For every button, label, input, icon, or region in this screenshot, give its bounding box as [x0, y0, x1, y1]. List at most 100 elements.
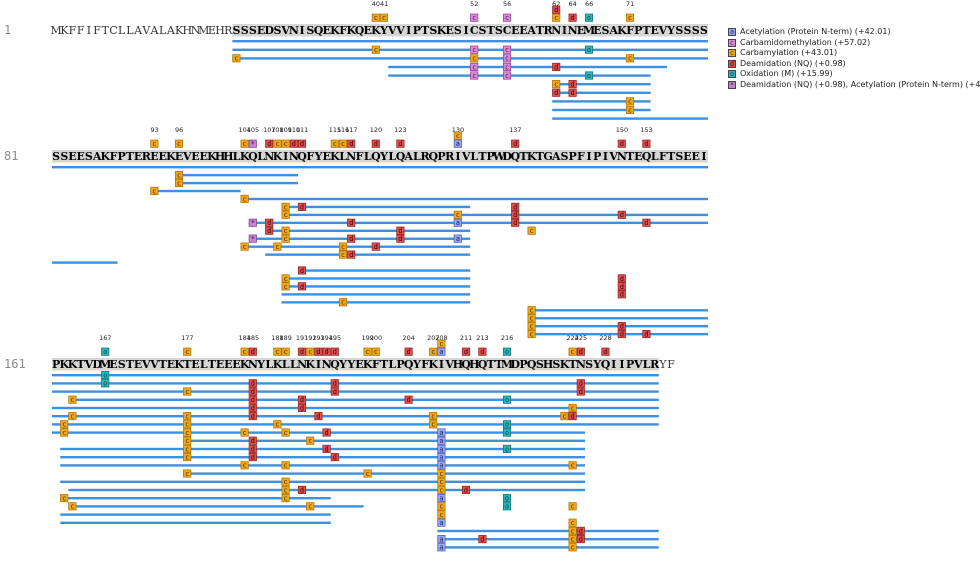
- header-mod-marker: [552, 5, 561, 14]
- peptide-mod-marker: [232, 54, 241, 63]
- residue: E: [593, 24, 601, 37]
- peptide-bar: [388, 65, 667, 69]
- peptide-mod-marker-glyph: d: [644, 330, 648, 338]
- header-mod-marker: [437, 347, 446, 356]
- residue: F: [69, 24, 77, 37]
- header-mod-marker: [502, 347, 512, 356]
- peptide-mod-marker-glyph: d: [513, 219, 517, 227]
- header-mod-marker: [174, 139, 184, 148]
- covered-region-band: [52, 150, 708, 163]
- header-mod-marker: [404, 347, 413, 356]
- peptide-mod-marker: [617, 210, 626, 219]
- position-label: 96: [175, 126, 183, 134]
- peptide-mod-marker-glyph: c: [283, 495, 287, 503]
- position-label: 208: [435, 334, 447, 342]
- header-mod-marker: [240, 139, 249, 148]
- header-mod-marker-glyph: c: [456, 132, 460, 140]
- peptide-mod-marker: [437, 510, 446, 519]
- position-label: 62: [552, 0, 560, 8]
- peptide-mod-marker-glyph: c: [185, 421, 189, 429]
- legend-item-deamidation: d Deamidation (NQ) (+0.98): [728, 59, 980, 70]
- peptide-mod-marker-glyph: d: [333, 388, 337, 396]
- peptide-mod-marker-glyph: a: [439, 495, 443, 503]
- peptide-mod-marker: [183, 387, 192, 396]
- peptide-mod-marker-glyph: d: [251, 404, 255, 412]
- peptide-mod-marker-glyph: c: [283, 275, 287, 283]
- legend-item-carbamidomethylation: c Carbamidomethylation (+57.02): [728, 38, 980, 49]
- peptide-mod-marker: [338, 298, 348, 307]
- peptide-bar: [298, 269, 471, 272]
- residue: E: [167, 358, 175, 371]
- position-label: 193: [312, 334, 324, 342]
- peptide-bar: [388, 74, 651, 77]
- peptide-mod-marker-glyph: c: [529, 323, 533, 331]
- residue: V: [395, 24, 405, 37]
- header-mod-marker-glyph: o: [103, 348, 107, 356]
- residue: N: [264, 150, 274, 163]
- peptide-mod-marker: [617, 322, 626, 331]
- peptide-mod-marker: [297, 282, 307, 291]
- residue: T: [126, 358, 135, 371]
- position-label: 194: [320, 334, 332, 342]
- peptide-mod-marker: [60, 494, 69, 503]
- peptide-mod-marker-glyph: c: [70, 503, 74, 511]
- residue: L: [159, 24, 167, 37]
- residue: T: [667, 150, 676, 163]
- peptide-mod-marker-glyph: d: [554, 89, 558, 97]
- residue: L: [643, 358, 651, 371]
- peptide-mod-marker: [281, 494, 290, 503]
- peptide-mod-marker-glyph: d: [333, 454, 337, 462]
- peptide-mod-marker-glyph: c: [529, 315, 533, 323]
- peptide-mod-marker: [470, 62, 479, 71]
- header-mod-marker-glyph: d: [644, 140, 648, 148]
- peptide-mod-marker: [502, 62, 512, 71]
- position-label: 216: [501, 334, 513, 342]
- peptide-mod-marker-glyph: d: [570, 81, 574, 89]
- residue: T: [626, 150, 635, 163]
- position-label: 199: [361, 334, 373, 342]
- position-label: 130: [452, 126, 464, 134]
- peptide-mod-marker-glyph: c: [529, 307, 533, 315]
- peptide-bar: [437, 538, 659, 541]
- peptide-mod-marker-glyph: c: [308, 437, 312, 445]
- peptide-mod-marker-glyph: d: [374, 243, 378, 251]
- residue: F: [110, 150, 118, 163]
- position-label: 108: [271, 126, 283, 134]
- residue: K: [174, 358, 184, 371]
- legend-label: Carbamidomethylation (+57.02): [740, 37, 871, 47]
- position-label: 188: [271, 334, 283, 342]
- position-label: 40: [372, 0, 380, 8]
- peptide-mod-marker: [297, 403, 307, 412]
- peptide-mod-marker-glyph: c: [505, 55, 509, 63]
- header-mod-marker-glyph: d: [316, 348, 320, 356]
- peptide-mod-marker: [248, 379, 257, 388]
- residue: D: [502, 150, 512, 163]
- peptide-mod-marker-glyph: c: [275, 243, 279, 251]
- residue: L: [265, 358, 273, 371]
- residue: C: [470, 24, 479, 37]
- residue: S: [52, 150, 60, 163]
- peptide-mod-marker-glyph: d: [251, 454, 255, 462]
- peptide-mod-marker-glyph: o: [103, 380, 107, 388]
- header-mod-marker-glyph: d: [333, 348, 337, 356]
- peptide-mod-marker: [347, 218, 356, 227]
- residue: E: [68, 150, 76, 163]
- peptide-bar: [281, 301, 471, 304]
- peptide-bar: [60, 464, 585, 467]
- header-mod-marker: [281, 347, 290, 356]
- residue: H: [223, 150, 233, 163]
- peptide-mod-marker-glyph: c: [431, 421, 435, 429]
- peptide-mod-marker-glyph: d: [251, 437, 255, 445]
- residue: Y: [346, 358, 355, 371]
- peptide-mod-marker: [502, 502, 512, 511]
- residue: L: [126, 24, 134, 37]
- peptide-mod-marker-glyph: d: [267, 227, 271, 235]
- residue: A: [551, 150, 561, 163]
- peptide-mod-marker-glyph: c: [283, 235, 287, 243]
- residue: S: [274, 24, 282, 37]
- position-label: 105: [247, 126, 259, 134]
- residue: Y: [658, 358, 667, 371]
- peptide-mod-marker-glyph: c: [283, 462, 287, 470]
- peptide-mod-marker: [248, 234, 257, 243]
